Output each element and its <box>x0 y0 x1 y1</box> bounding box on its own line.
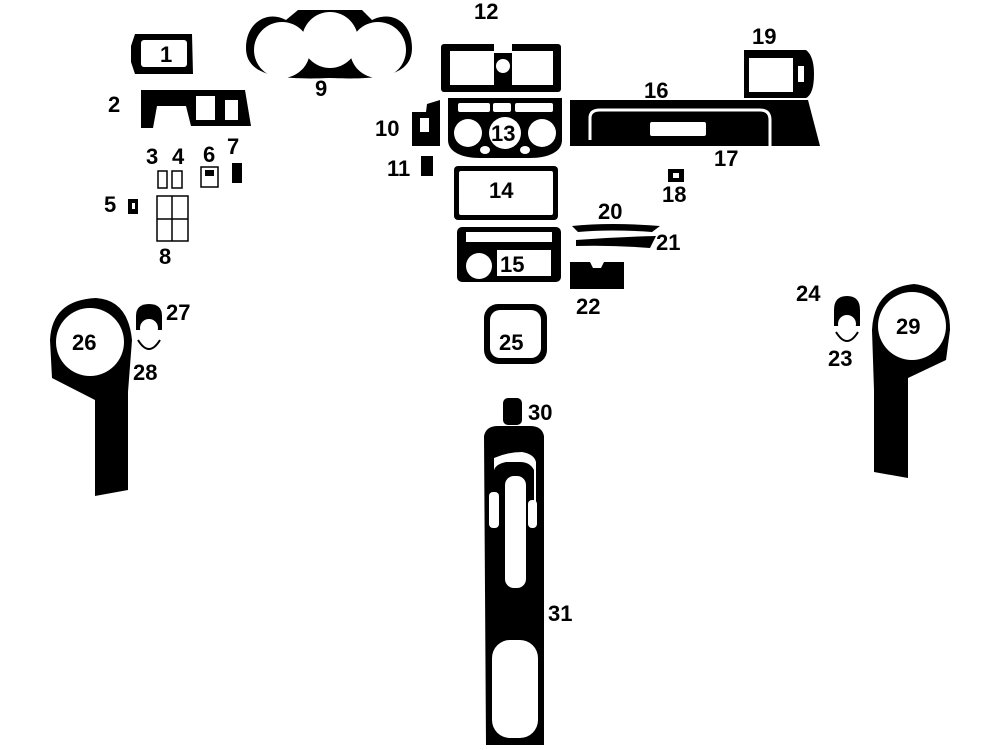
piece-14 <box>454 166 558 220</box>
piece-28 <box>137 339 161 350</box>
piece-20 <box>572 224 660 232</box>
label-26: 26 <box>72 330 96 355</box>
piece-29 <box>872 284 950 478</box>
label-12: 12 <box>474 0 498 24</box>
label-10: 10 <box>375 116 399 141</box>
label-9: 9 <box>315 76 327 101</box>
label-14: 14 <box>489 178 514 203</box>
piece-18 <box>668 169 684 182</box>
label-16: 16 <box>644 78 668 103</box>
piece-1 <box>131 34 193 74</box>
label-11: 11 <box>387 156 410 181</box>
piece-12 <box>441 44 561 92</box>
piece-31 <box>484 426 544 745</box>
label-1: 1 <box>160 42 172 67</box>
label-28: 28 <box>133 360 157 385</box>
label-3: 3 <box>146 144 158 169</box>
label-2: 2 <box>108 92 120 117</box>
label-13: 13 <box>491 121 515 146</box>
piece-23 <box>835 331 859 342</box>
label-18: 18 <box>662 182 686 207</box>
label-27: 27 <box>166 300 190 325</box>
piece-25 <box>484 304 547 364</box>
piece-15 <box>457 227 561 282</box>
piece-22 <box>570 262 624 289</box>
label-31: 31 <box>548 601 572 626</box>
label-5: 5 <box>104 192 116 217</box>
piece-27 <box>136 304 162 337</box>
piece-21 <box>576 236 656 248</box>
label-21: 21 <box>656 230 680 255</box>
piece-17 <box>588 108 772 146</box>
piece-4 <box>171 170 183 189</box>
label-7: 7 <box>227 134 239 159</box>
piece-11 <box>421 156 433 176</box>
label-17: 17 <box>714 146 738 171</box>
piece-13 <box>448 98 562 158</box>
piece-10 <box>412 100 440 146</box>
piece-8 <box>156 195 189 242</box>
piece-30 <box>503 398 522 425</box>
piece-24 <box>834 296 860 333</box>
label-30: 30 <box>528 400 552 425</box>
label-20: 20 <box>598 199 622 224</box>
label-25: 25 <box>499 330 523 355</box>
label-29: 29 <box>896 314 920 339</box>
piece-5 <box>128 199 138 214</box>
piece-6 <box>200 166 219 188</box>
label-4: 4 <box>172 144 185 169</box>
piece-2 <box>141 90 251 128</box>
piece-19 <box>744 50 814 98</box>
label-19: 19 <box>752 24 776 49</box>
piece-26 <box>50 298 132 496</box>
label-24: 24 <box>796 281 821 306</box>
piece-7 <box>232 163 242 183</box>
piece-3 <box>157 170 168 189</box>
label-23: 23 <box>828 346 852 371</box>
label-6: 6 <box>203 142 215 167</box>
piece-9 <box>246 10 412 79</box>
label-8: 8 <box>159 244 171 269</box>
label-22: 22 <box>576 294 600 319</box>
label-15: 15 <box>500 252 524 277</box>
